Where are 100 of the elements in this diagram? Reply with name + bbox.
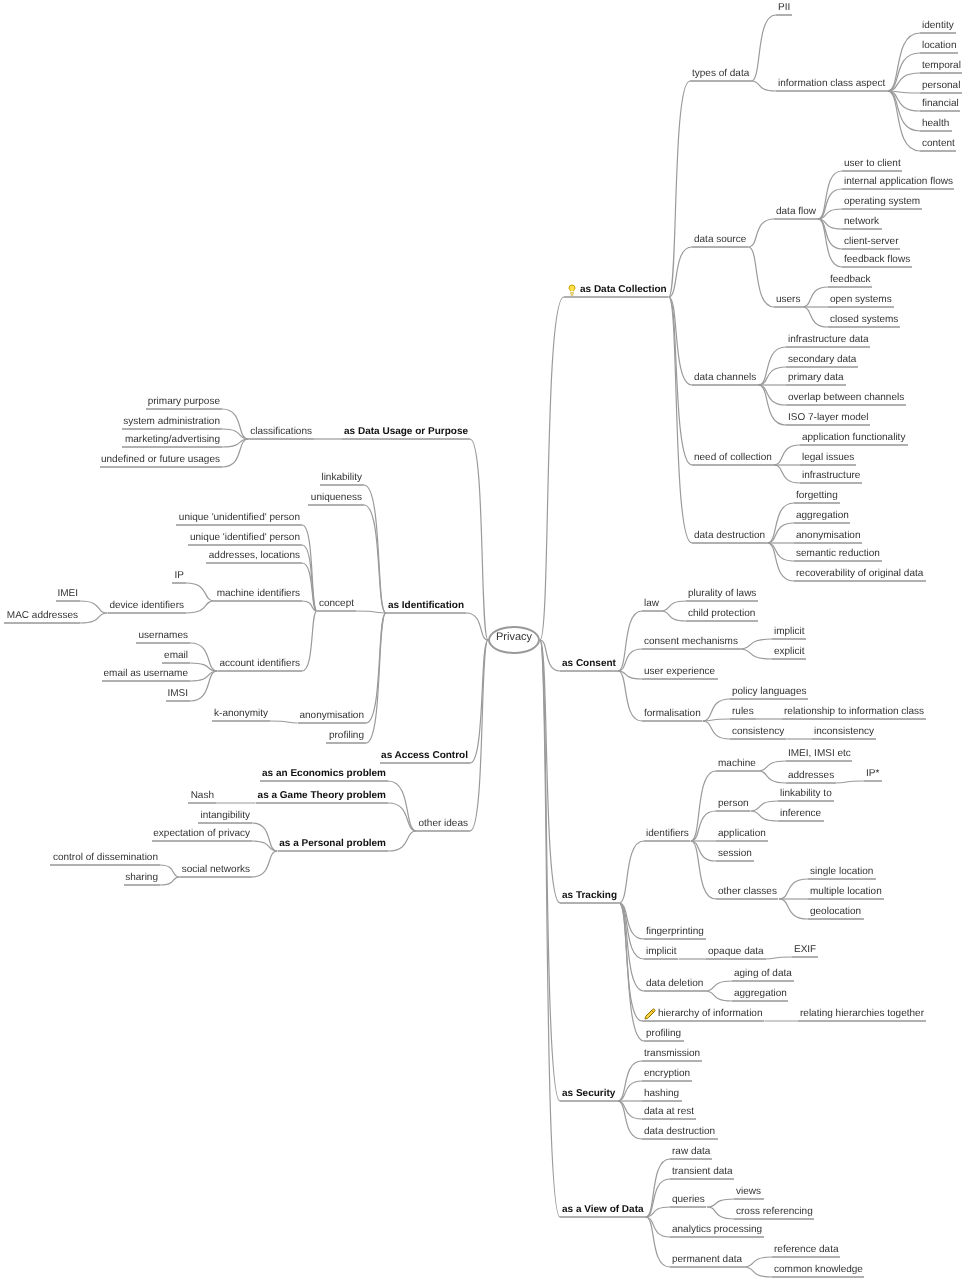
branch-line xyxy=(301,610,318,672)
branch-line xyxy=(159,864,181,878)
branch-line xyxy=(835,780,865,784)
branch-line xyxy=(817,218,843,268)
branch-line xyxy=(644,1206,671,1218)
branch-line xyxy=(817,208,843,220)
branch-line xyxy=(365,612,387,724)
branch-line xyxy=(618,902,645,1042)
branch-line xyxy=(189,642,218,672)
branch-line xyxy=(765,956,793,960)
branch-line xyxy=(189,670,218,682)
branch-line xyxy=(706,1198,735,1208)
branch-line xyxy=(387,802,418,832)
branch-line xyxy=(778,898,809,900)
branch-line xyxy=(363,484,387,614)
branch-line xyxy=(644,1158,671,1218)
branch-line xyxy=(704,990,733,1002)
branch-line xyxy=(539,639,561,1102)
branch-line xyxy=(469,639,489,832)
branch-line xyxy=(616,1100,643,1140)
branch-line xyxy=(886,90,921,112)
branch-line xyxy=(739,648,773,660)
branch-line xyxy=(886,90,921,152)
branch-line xyxy=(750,810,779,822)
branch-line xyxy=(817,218,843,250)
branch-line xyxy=(739,638,773,650)
branch-line xyxy=(539,296,565,641)
branch-line xyxy=(616,1100,643,1102)
branch-line xyxy=(747,246,775,308)
branch-line xyxy=(817,170,843,220)
branch-line xyxy=(886,90,921,94)
branch-line xyxy=(778,898,809,920)
branch-line xyxy=(766,522,795,544)
branch-line xyxy=(886,52,921,92)
branch-line xyxy=(677,958,707,960)
branch-line xyxy=(301,600,318,612)
branch-line xyxy=(763,1020,799,1022)
branch-line xyxy=(617,670,643,680)
branch-line xyxy=(757,760,787,772)
branch-line xyxy=(757,384,787,386)
branch-line xyxy=(785,738,813,740)
branch-line xyxy=(766,502,795,544)
branch-line xyxy=(690,840,717,842)
branch-line xyxy=(251,840,278,852)
branch-line xyxy=(79,612,109,624)
branch-line xyxy=(817,188,843,220)
branch-line xyxy=(185,600,216,614)
branch-line xyxy=(617,610,643,672)
branch-line xyxy=(755,718,783,720)
branch-line xyxy=(189,670,218,702)
branch-line xyxy=(757,770,787,784)
branch-line xyxy=(757,384,787,426)
branch-line xyxy=(660,600,687,612)
branch-line xyxy=(801,306,829,328)
branch-line xyxy=(644,1216,671,1238)
branch-line xyxy=(618,902,645,940)
branch-line xyxy=(387,830,418,852)
branch-line xyxy=(757,346,787,386)
branch-line xyxy=(269,720,299,724)
branch-line xyxy=(690,810,717,842)
branch-line xyxy=(469,639,489,764)
branch-line xyxy=(750,800,779,812)
branch-line xyxy=(79,600,109,614)
branch-line xyxy=(539,639,561,1218)
branch-line xyxy=(702,720,731,740)
branch-line xyxy=(617,648,643,672)
branch-line xyxy=(617,670,643,722)
branch-line xyxy=(355,610,387,614)
branch-line xyxy=(668,296,693,544)
branch-line xyxy=(773,464,801,484)
branch-line xyxy=(644,1178,671,1218)
branch-line xyxy=(690,840,717,862)
branch-line xyxy=(313,438,343,440)
branch-line xyxy=(773,444,801,466)
branch-line xyxy=(766,542,795,582)
branch-line xyxy=(747,218,775,248)
topic-node xyxy=(642,1008,765,1022)
branch-line xyxy=(221,438,249,448)
branch-line xyxy=(886,32,921,92)
branch-line xyxy=(773,464,801,466)
branch-line xyxy=(766,542,795,562)
branch-line xyxy=(668,80,691,298)
branch-line xyxy=(817,218,843,230)
branch-line xyxy=(221,438,249,468)
branch-line xyxy=(886,72,921,92)
branch-line xyxy=(757,366,787,386)
branch-line xyxy=(185,582,216,602)
branch-line xyxy=(539,639,561,672)
branch-line xyxy=(618,902,645,960)
branch-line xyxy=(616,1100,643,1120)
branch-line xyxy=(365,612,387,744)
branch-line xyxy=(618,902,645,992)
branch-line xyxy=(215,802,257,804)
branch-line xyxy=(660,610,687,622)
branch-line xyxy=(766,542,795,544)
branch-line xyxy=(251,850,278,878)
branch-line xyxy=(706,1206,735,1220)
branch-line xyxy=(668,296,693,386)
branch-line xyxy=(363,504,387,614)
branch-line xyxy=(750,14,777,82)
